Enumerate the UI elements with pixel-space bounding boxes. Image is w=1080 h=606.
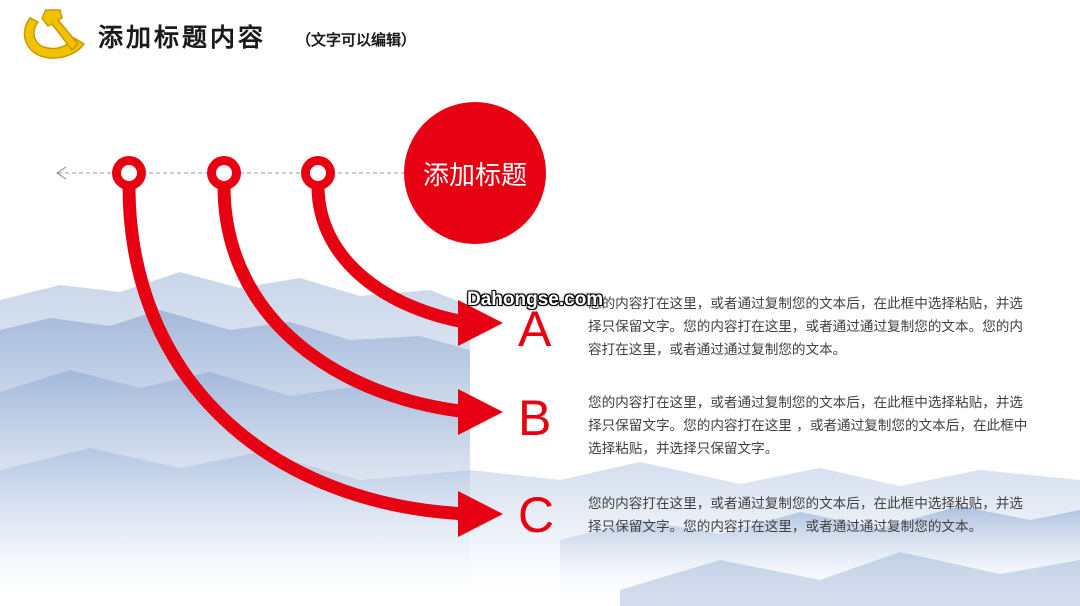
title-circle: 添加标题 — [404, 102, 546, 244]
arrow-b — [217, 185, 469, 419]
letter-a: A — [518, 301, 552, 357]
arrowhead-a — [458, 300, 503, 346]
arrowhead-b — [458, 389, 503, 435]
arrow-a — [311, 185, 472, 330]
node-ring-2 — [207, 156, 241, 190]
node-ring-3 — [301, 156, 335, 190]
letter-c: C — [518, 487, 555, 543]
hammer-sickle-icon — [23, 9, 86, 59]
page-subtitle: （文字可以编辑） — [296, 31, 417, 49]
paragraph-c: 您的内容打在这里，或者通过复制您的文本后，在此框中选择粘贴，并选择只保留文字。您… — [588, 496, 1023, 535]
paragraph-b: 您的内容打在这里，或者通过复制您的文本后，在此框中选择粘贴，并选择只保留文字。您… — [588, 395, 1028, 457]
page-title: 添加标题内容 — [98, 23, 267, 52]
letter-b: B — [518, 390, 552, 446]
node-ring-1 — [112, 156, 146, 190]
title-circle-label: 添加标题 — [422, 160, 527, 191]
arrow-left-icon — [55, 166, 67, 180]
arrowhead-c — [458, 491, 503, 537]
watermark: Dahongse.com — [467, 289, 604, 310]
paragraph-a: 您的内容打在这里，或者通过复制您的文本后，在此框中选择粘贴，并选择只保留文字。您… — [588, 296, 1023, 358]
arrow-c — [122, 185, 469, 521]
